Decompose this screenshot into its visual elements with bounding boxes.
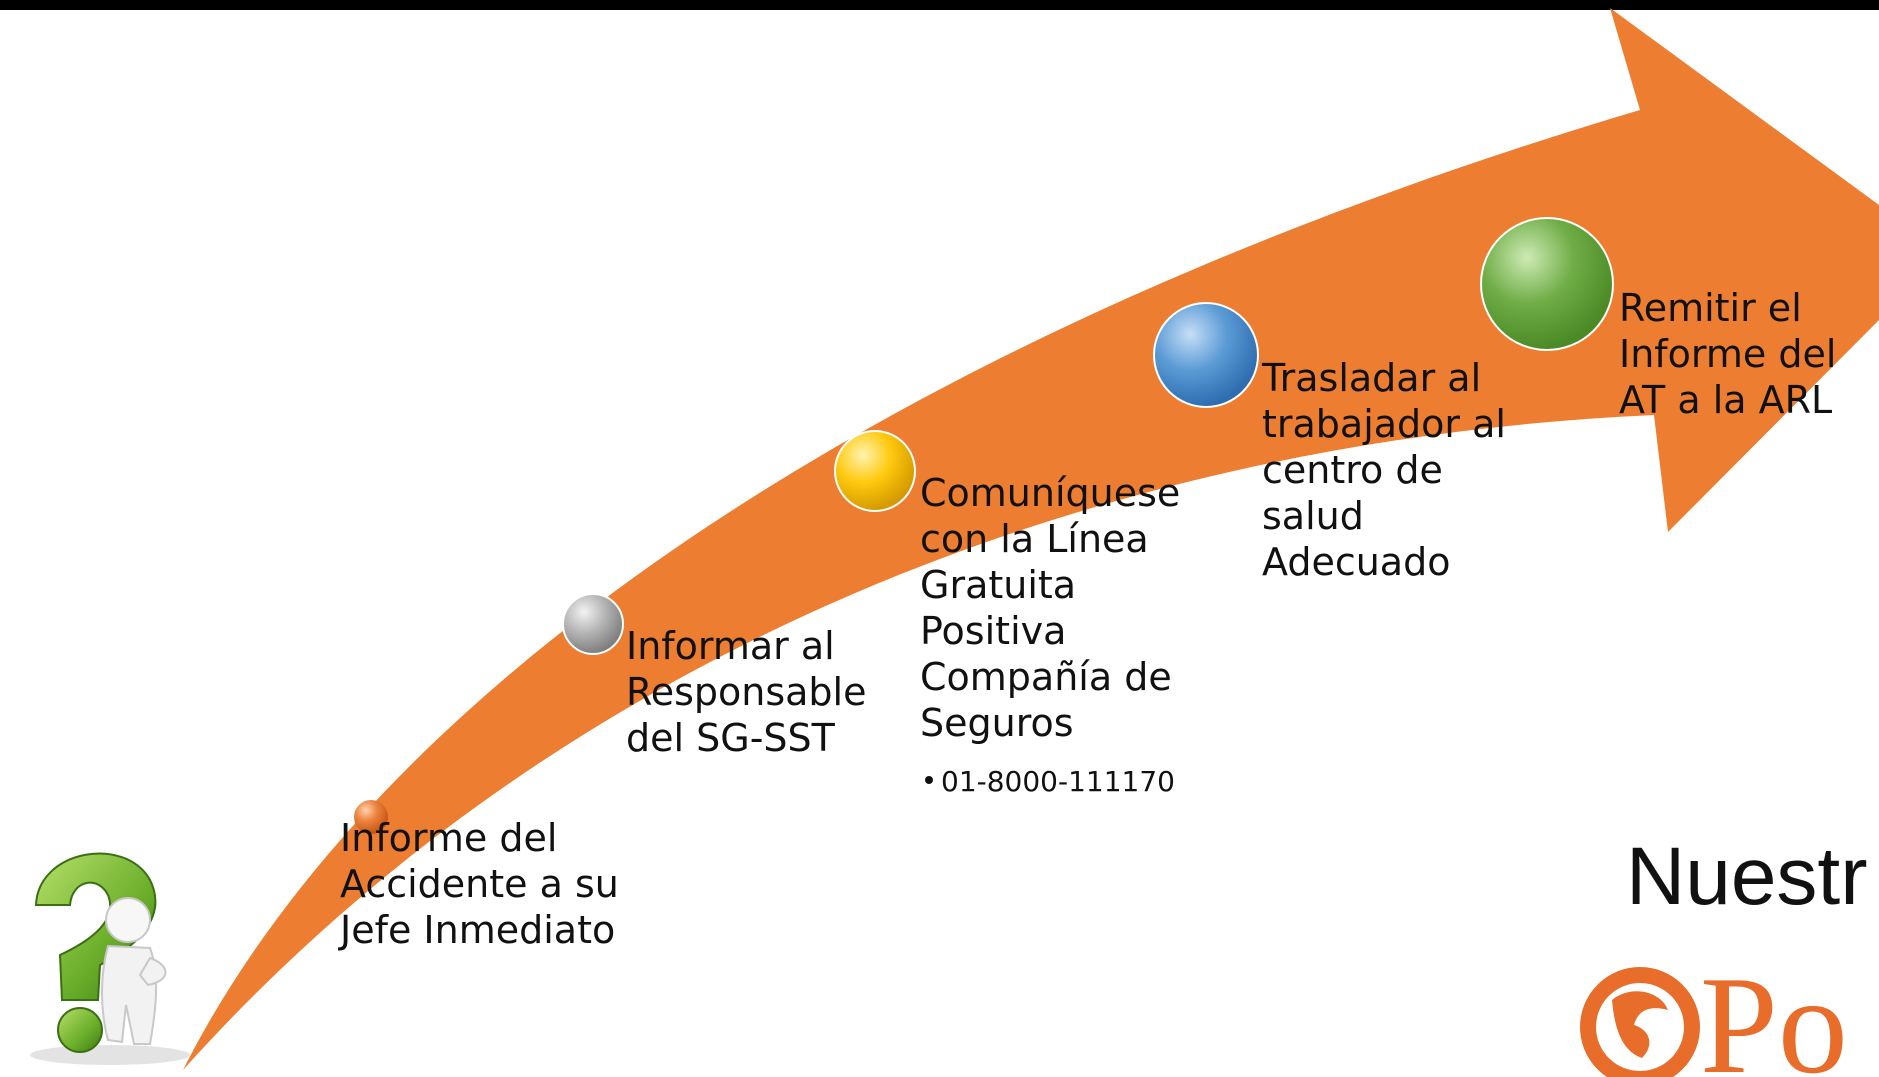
process-arrow: [183, 8, 1879, 1070]
positiva-logo: Po: [1580, 948, 1848, 1077]
phone-number: 01-8000-111170: [925, 765, 1175, 799]
step-3-bullet: [834, 430, 916, 512]
top-border: [0, 0, 1879, 10]
bullet-dot-icon: [925, 776, 933, 784]
step-1-bullet: [354, 800, 388, 834]
step-5-bullet: [1480, 217, 1614, 351]
footer-heading: Nuestr: [1626, 831, 1868, 922]
step-4-bullet: [1153, 302, 1259, 408]
thinking-figure-icon: [30, 852, 190, 1065]
step-2-bullet: [562, 593, 624, 655]
logo-text: Po: [1700, 948, 1848, 1077]
phone-number-text: 01-8000-111170: [941, 765, 1175, 798]
